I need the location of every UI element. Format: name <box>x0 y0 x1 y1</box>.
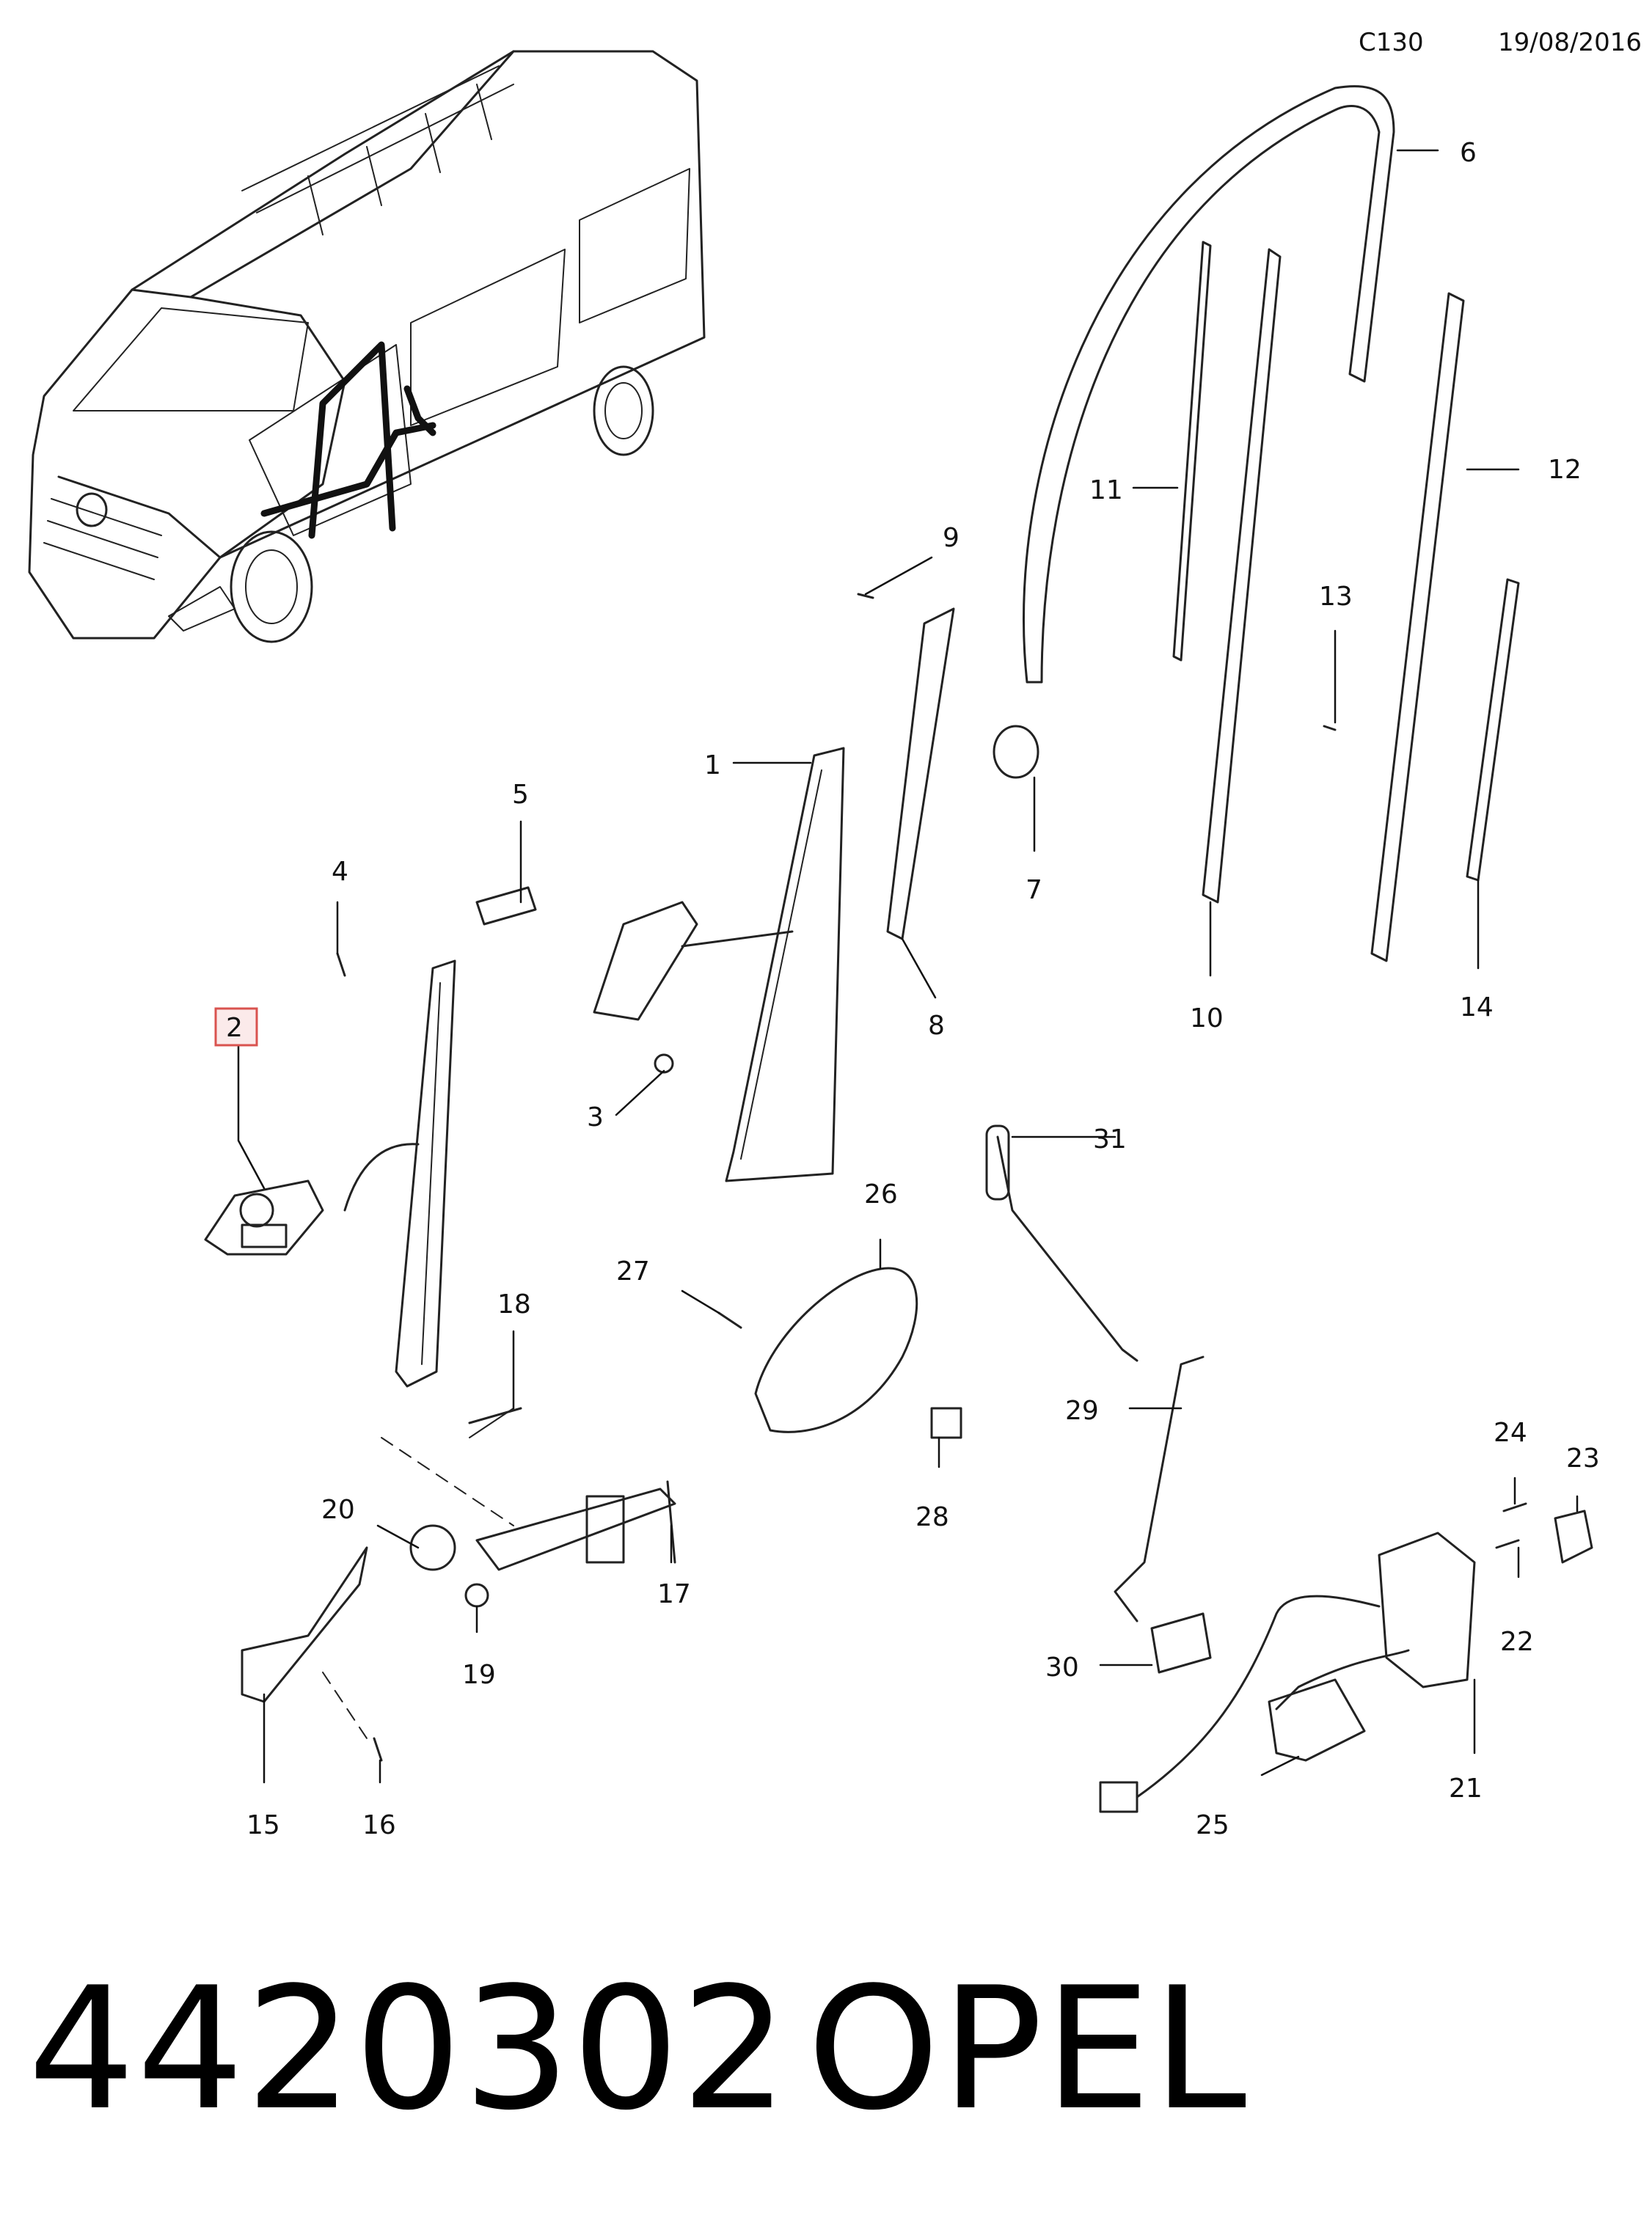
striker-23 <box>1554 1510 1593 1564</box>
callout-15: 15 <box>246 1810 280 1840</box>
callout-6: 6 <box>1460 138 1477 168</box>
callout-7: 7 <box>1026 875 1042 905</box>
screw-24 <box>1502 1502 1527 1512</box>
callout-23: 23 <box>1566 1444 1600 1474</box>
callout-11: 11 <box>1089 475 1123 505</box>
door-seal-6 <box>1023 85 1395 684</box>
callout-9: 9 <box>943 523 960 553</box>
callout-28: 28 <box>915 1502 949 1532</box>
diagram-code: C130 <box>1359 28 1424 57</box>
bolt-16 <box>373 1737 383 1762</box>
seal-14 <box>1466 578 1520 882</box>
callout-25: 25 <box>1196 1810 1229 1840</box>
seal-10 <box>1202 248 1282 904</box>
bolt-18 <box>468 1407 522 1424</box>
glass-channel <box>886 607 955 940</box>
nut-19 <box>464 1583 489 1608</box>
callout-24: 24 <box>1494 1418 1527 1448</box>
seal-11 <box>1172 241 1212 662</box>
callout-27: 27 <box>616 1256 650 1287</box>
clip-30 <box>1150 1612 1212 1674</box>
rod-31-knob <box>985 1124 1010 1201</box>
nut-3 <box>654 1053 674 1074</box>
leader-lines <box>237 149 1579 1784</box>
window-regulator-1 <box>593 747 845 1182</box>
callout-16: 16 <box>362 1810 396 1840</box>
callout-labels: 1 2 3 4 5 6 7 8 9 10 11 12 13 14 15 16 1… <box>214 138 1600 1840</box>
switch-28 <box>930 1407 962 1439</box>
callout-5: 5 <box>512 780 529 810</box>
diagram-date: 19/08/2016 <box>1498 28 1642 57</box>
screw-27 <box>717 1311 742 1329</box>
callout-17: 17 <box>657 1579 691 1609</box>
callout-19: 19 <box>462 1660 496 1690</box>
brand-name: OPEL <box>807 1952 1249 2148</box>
screw-9 <box>857 593 874 599</box>
callout-22: 22 <box>1500 1627 1534 1657</box>
bump-stop-20 <box>409 1524 456 1571</box>
van-illustration <box>28 50 706 643</box>
callout-12: 12 <box>1548 455 1582 485</box>
part-number: 4420302 <box>28 1952 790 2148</box>
actuator-cable <box>1136 1595 1381 1799</box>
callout-2: 2 <box>226 1013 243 1043</box>
callout-26: 26 <box>864 1179 898 1210</box>
window-regulator-motor <box>204 959 456 1388</box>
clip-5 <box>475 886 537 926</box>
callout-21: 21 <box>1449 1774 1483 1804</box>
callout-31: 31 <box>1093 1124 1127 1155</box>
screw-22 <box>1495 1539 1520 1549</box>
door-lock-21 <box>1378 1532 1476 1688</box>
screw-13 <box>1323 725 1337 731</box>
door-hinge-assembly <box>241 1408 676 1739</box>
callout-10: 10 <box>1190 1003 1224 1033</box>
callout-14: 14 <box>1460 992 1494 1022</box>
callout-3: 3 <box>587 1102 604 1133</box>
actuator-25 <box>1268 1678 1366 1762</box>
callout-20: 20 <box>321 1495 355 1525</box>
grommet-7 <box>993 725 1039 779</box>
cable-connector <box>1099 1781 1139 1813</box>
rod-29 <box>1114 1355 1205 1622</box>
inner-handle-26 <box>754 1267 918 1433</box>
callout-2-highlight <box>214 1007 258 1047</box>
callout-18: 18 <box>497 1289 531 1320</box>
callout-4: 4 <box>332 857 348 887</box>
seal-12 <box>1370 292 1465 962</box>
callout-13: 13 <box>1319 582 1353 612</box>
lock-cable <box>1275 1649 1410 1710</box>
callout-30: 30 <box>1045 1653 1079 1683</box>
rod-31 <box>996 1135 1139 1362</box>
callout-8: 8 <box>928 1011 945 1041</box>
callout-29: 29 <box>1065 1396 1099 1426</box>
screw-4 <box>336 952 346 977</box>
callout-1: 1 <box>704 750 721 780</box>
